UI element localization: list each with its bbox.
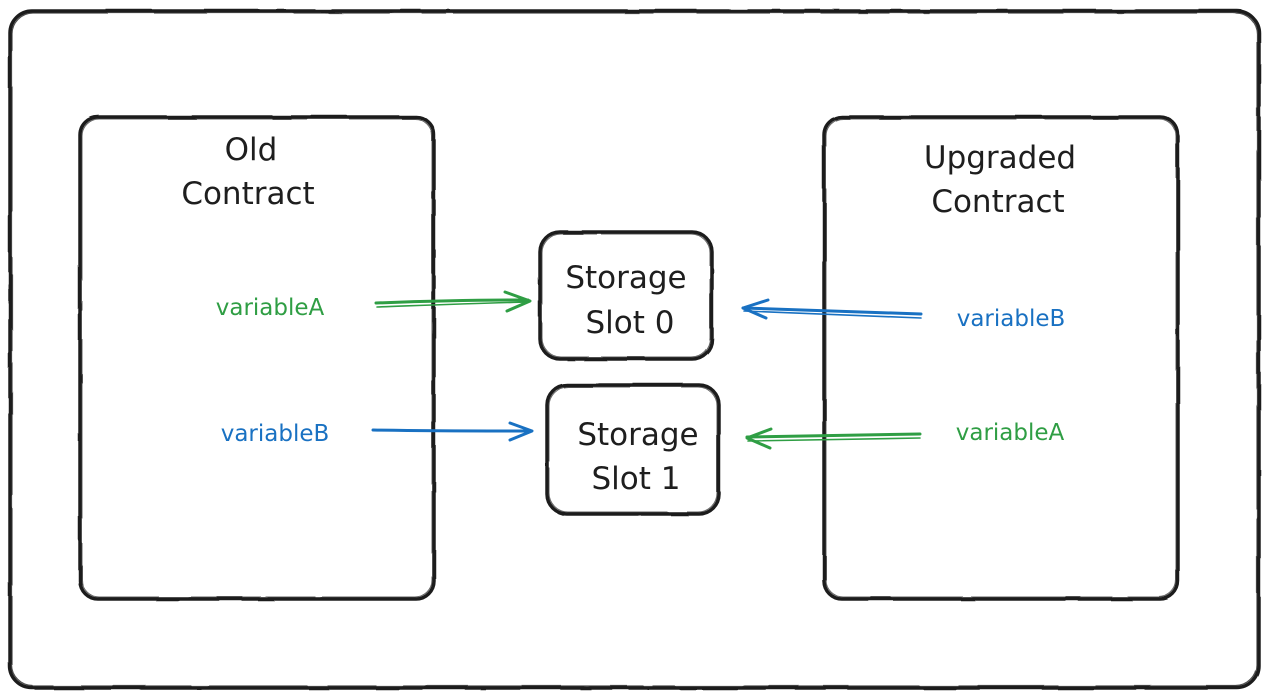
arrow-old-var-b-to-slot-1: [371, 421, 534, 442]
old-contract-title-line2: Contract: [181, 176, 314, 212]
storage-slot-0-line1: Storage: [565, 260, 686, 296]
upgraded-contract-title-line2: Contract: [931, 184, 1064, 220]
upgraded-contract-title-line1: Upgraded: [924, 140, 1076, 176]
upgraded-contract-var-b-label: variableB: [957, 306, 1066, 332]
old-contract-var-b-label: variableB: [221, 421, 330, 447]
upgraded-contract-var-a-label: variableA: [956, 420, 1065, 446]
arrow-upgraded-var-b-to-slot-0: [741, 298, 923, 320]
arrow-old-var-a-to-slot-0: [374, 290, 532, 313]
storage-slot-1-box: [545, 383, 721, 516]
old-contract-var-a-label: variableA: [216, 295, 325, 321]
arrow-upgraded-var-a-to-slot-1: [745, 427, 922, 450]
storage-slot-1-line1: Storage: [577, 417, 698, 453]
outer-frame: [8, 9, 1261, 690]
storage-slot-0-box: [538, 230, 714, 361]
storage-slot-1-line2: Slot 1: [592, 461, 681, 497]
upgraded-contract-box: [822, 115, 1180, 601]
storage-slot-0-line2: Slot 0: [586, 305, 675, 341]
old-contract-box: [78, 115, 436, 601]
old-contract-title-line1: Old: [225, 132, 278, 168]
